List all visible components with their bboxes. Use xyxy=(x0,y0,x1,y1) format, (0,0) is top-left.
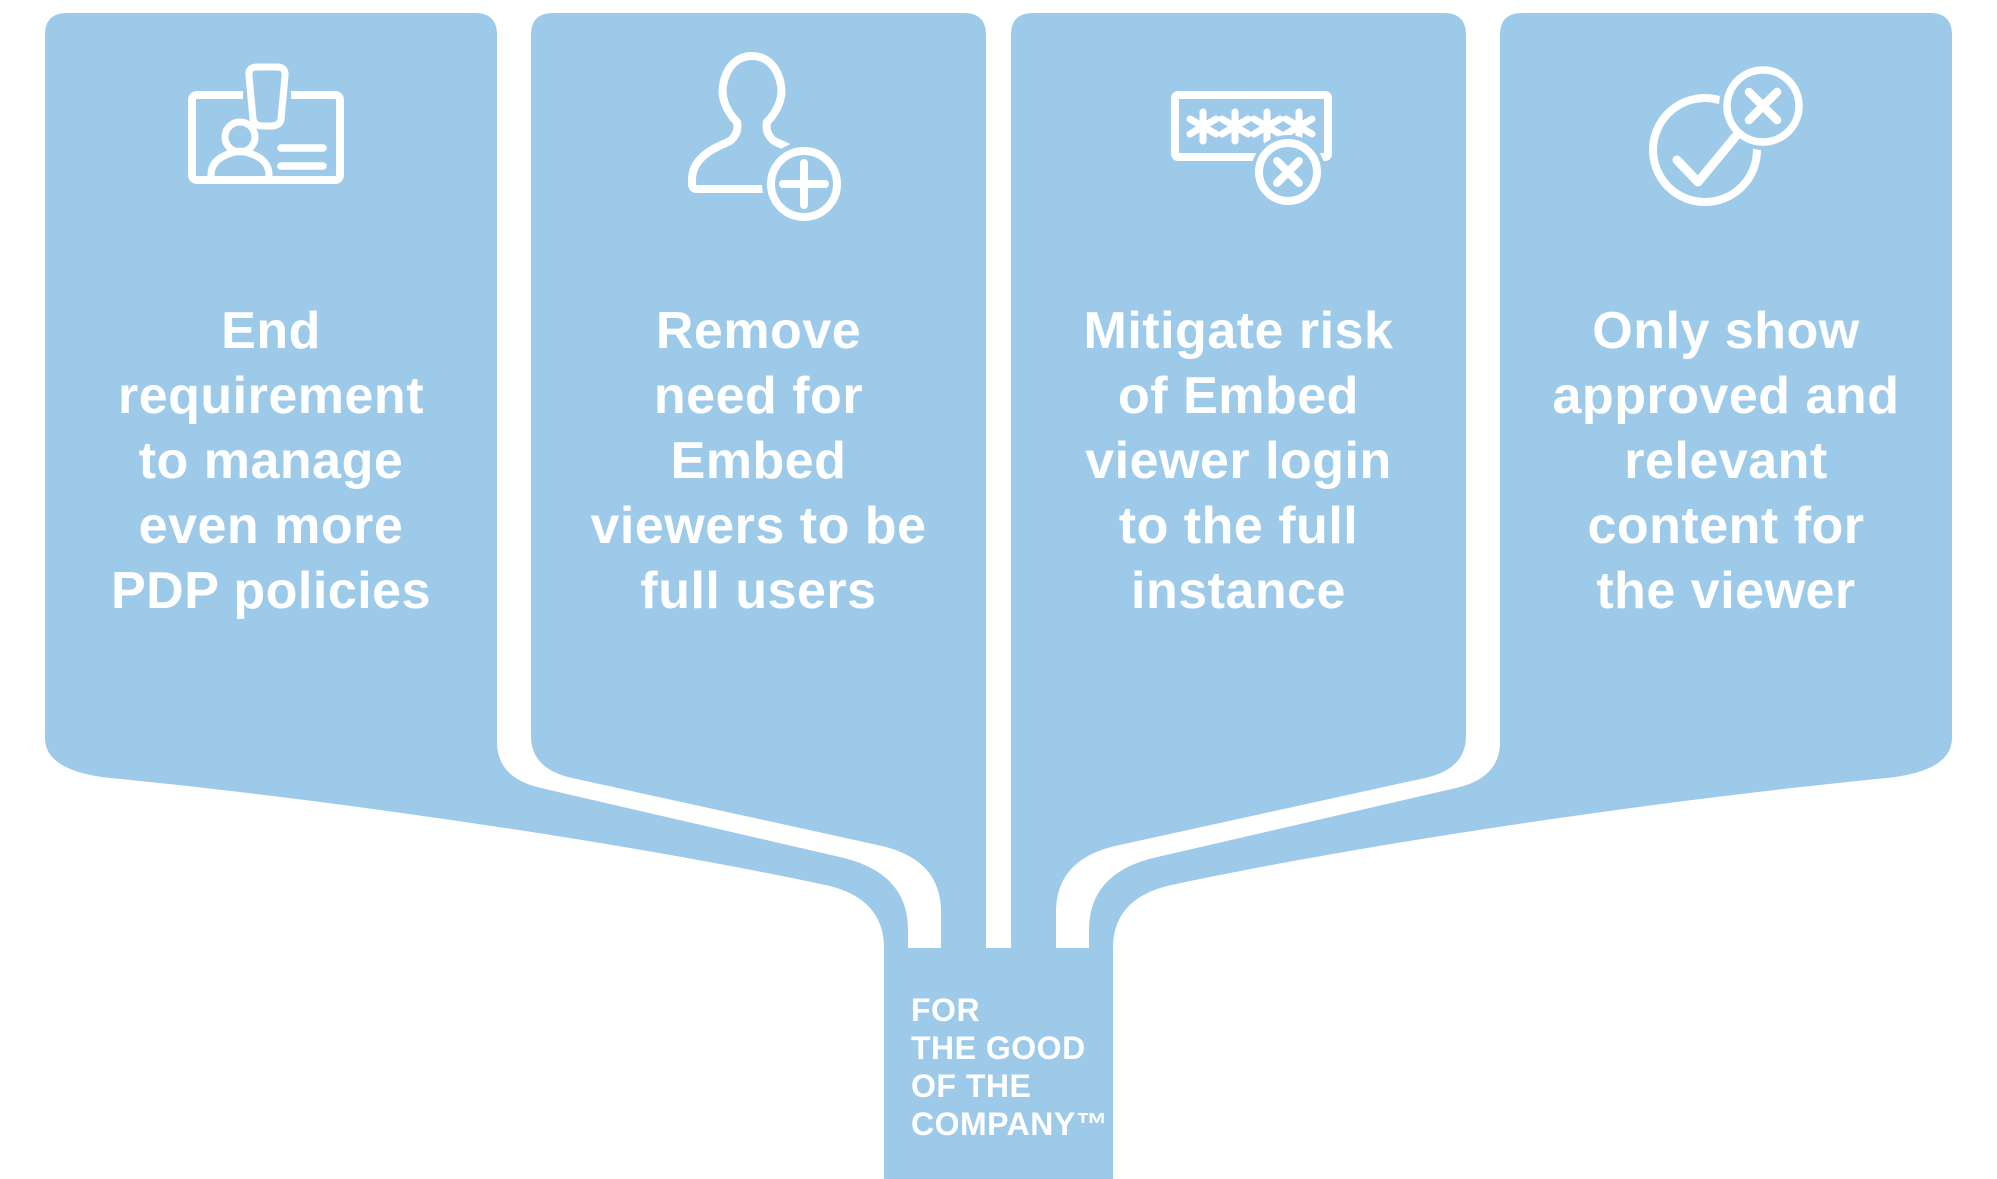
footer-box xyxy=(884,948,1113,1179)
add-user-icon xyxy=(688,52,846,226)
password-blocked-icon xyxy=(1171,91,1332,209)
card-1-shape xyxy=(45,13,908,948)
card-3-shape xyxy=(1011,13,1466,948)
approved-content-icon xyxy=(1649,62,1807,206)
card-2-shape xyxy=(531,13,986,948)
id-badge-icon xyxy=(188,63,344,184)
card-4-shape xyxy=(1089,13,1952,948)
